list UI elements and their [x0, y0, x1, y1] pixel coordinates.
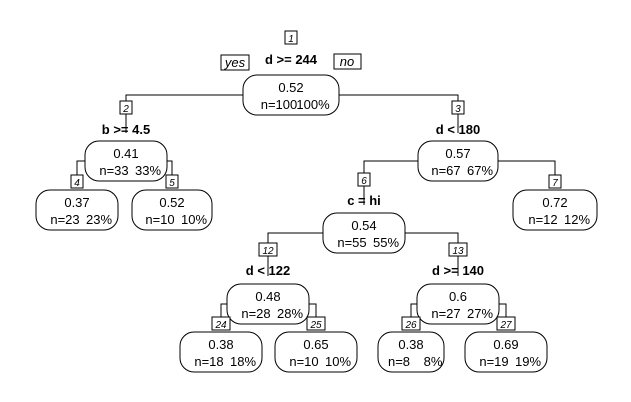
no-box [333, 53, 362, 70]
node-value: 0.48 [255, 289, 280, 304]
node-value: 0.69 [493, 337, 518, 352]
tree-edge [125, 94, 243, 133]
node-number: 12 [262, 246, 274, 257]
tree-edge [339, 94, 459, 133]
node-box-12 [226, 283, 310, 325]
node-number: 2 [122, 104, 129, 115]
node-count: n=27 [431, 306, 460, 321]
tree-edge [405, 232, 459, 276]
node-value: 0.37 [64, 195, 89, 210]
node-percent: 33% [135, 163, 161, 178]
node-number-box-7 [548, 174, 562, 189]
node-value: 0.52 [278, 80, 303, 95]
node-number: 1 [288, 34, 294, 45]
node-number: 25 [309, 320, 322, 331]
node-percent: 100% [296, 97, 330, 112]
node-value: 0.52 [159, 195, 184, 210]
node-box-13 [416, 283, 500, 325]
node-percent: 67% [467, 163, 493, 178]
yes-label: yes [224, 55, 246, 70]
node-number-box-26 [401, 316, 421, 331]
node-percent: 12% [564, 212, 590, 227]
node-number-box-24 [211, 316, 231, 331]
node-number-box-27 [496, 316, 516, 331]
node-number-box-12 [258, 242, 278, 257]
node-count: n=19 [479, 354, 508, 369]
node-percent: 55% [373, 235, 399, 250]
node-value: 0.57 [445, 146, 470, 161]
node-count: n=55 [337, 235, 366, 250]
node-count: n=10 [145, 212, 174, 227]
split-label: d < 180 [436, 122, 480, 137]
no-label: no [340, 54, 354, 69]
node-box-27 [464, 331, 548, 373]
node-number-box-4 [70, 174, 84, 189]
node-number-box-13 [448, 242, 468, 257]
node-count: n=67 [431, 163, 460, 178]
node-number-box-2 [119, 100, 133, 115]
yes-box [220, 54, 250, 71]
split-label: b >= 4.5 [102, 122, 150, 137]
split-label: d < 122 [246, 263, 290, 278]
node-number: 7 [552, 178, 558, 189]
node-percent: 10% [181, 212, 207, 227]
node-box-7 [512, 189, 598, 231]
node-box-24 [179, 331, 263, 373]
tree-edge [267, 232, 323, 276]
node-value: 0.65 [303, 337, 328, 352]
node-number: 24 [214, 320, 227, 331]
node-number-box-6 [357, 172, 371, 187]
node-value: 0.54 [351, 218, 376, 233]
node-number: 3 [455, 104, 461, 115]
node-number: 6 [361, 176, 367, 187]
node-box-5 [131, 189, 213, 231]
node-value: 0.72 [542, 195, 567, 210]
node-number-box-3 [451, 100, 465, 115]
node-box-4 [35, 189, 119, 231]
node-percent: 10% [325, 354, 351, 369]
node-count: n=8 [388, 354, 410, 369]
tree-edge [498, 160, 556, 182]
node-number: 13 [452, 246, 464, 257]
node-percent: 18% [230, 354, 256, 369]
node-count: n=100 [261, 97, 298, 112]
node-number-box-25 [306, 316, 326, 331]
node-percent: 19% [515, 354, 541, 369]
node-percent: 8% [424, 354, 443, 369]
node-count: n=18 [194, 354, 223, 369]
node-count: n=33 [99, 163, 128, 178]
node-value: 0.41 [113, 146, 138, 161]
node-box-26 [377, 331, 445, 373]
node-count: n=10 [289, 354, 318, 369]
node-box-1 [242, 74, 340, 116]
node-box-6 [322, 212, 406, 254]
node-number-box-1 [284, 30, 298, 45]
node-value: 0.38 [208, 337, 233, 352]
node-box-2 [84, 140, 168, 182]
node-number: 4 [74, 178, 80, 189]
node-value: 0.6 [449, 289, 467, 304]
node-count: n=23 [50, 212, 79, 227]
node-number-box-5 [165, 174, 179, 189]
node-count: n=28 [241, 306, 270, 321]
node-percent: 27% [467, 306, 493, 321]
node-number: 27 [499, 320, 512, 331]
tree-edge [363, 160, 418, 205]
node-number: 5 [169, 178, 175, 189]
split-label: d >= 140 [432, 263, 484, 278]
node-box-3 [417, 140, 499, 182]
node-number: 26 [404, 320, 417, 331]
node-count: n=12 [528, 212, 557, 227]
split-label: c = hi [347, 193, 381, 208]
node-percent: 23% [86, 212, 112, 227]
split-label: d >= 244 [265, 52, 318, 67]
node-percent: 28% [277, 306, 303, 321]
node-box-25 [274, 331, 358, 373]
node-value: 0.38 [398, 337, 423, 352]
